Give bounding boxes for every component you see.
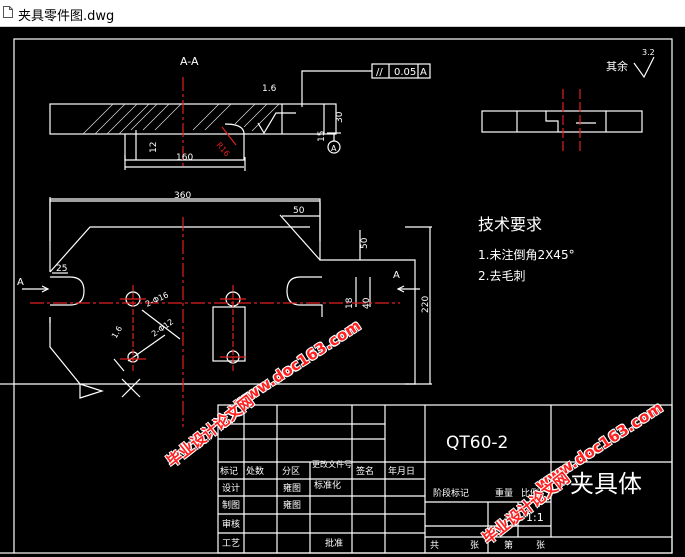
note-standardize: 标准化: [314, 479, 341, 491]
sheet-word2: 张: [536, 540, 545, 551]
hdr-date: 年月日: [388, 465, 415, 477]
section-view: [49, 103, 337, 171]
role-design: 设计: [222, 482, 240, 494]
section-marker-left: A: [17, 277, 24, 288]
dim-360: 360: [174, 191, 191, 201]
hatch-lines: [82, 103, 280, 135]
tolerance-value: 0.05: [394, 67, 416, 78]
scale-value: 1:1: [526, 511, 544, 524]
surface-finish-other-symbol: [633, 56, 655, 79]
dim-50b: 50: [360, 237, 370, 249]
dim-hole1: 2-Φ16: [144, 290, 170, 308]
cad-drawing: A-A 0.05 A // 1.6 3.2 其余 A 12 160 R16 30…: [0, 38, 673, 554]
dim-12: 12: [149, 142, 159, 153]
tolerance-datum: A: [420, 67, 427, 78]
section-marker-right: A: [393, 270, 400, 281]
sheet-word: 张: [470, 540, 479, 551]
roughness-other-label: 其余: [606, 59, 628, 73]
scale-label: 比例: [521, 487, 539, 499]
title-block: [217, 404, 673, 554]
tech-req-line2: 2.去毛刺: [478, 269, 525, 283]
hdr-mark: 标记: [220, 465, 238, 477]
weight-label: 重量: [495, 487, 513, 499]
note-approve: 批准: [325, 537, 343, 549]
sheet-total: 共: [430, 540, 439, 551]
surface-finish-symbol: [257, 112, 296, 135]
dim-r16: R16: [214, 141, 231, 159]
dim-25: 25: [56, 264, 67, 274]
note-std1: 雍图: [283, 482, 301, 494]
dim-40: 40: [362, 297, 372, 309]
tolerance-symbol: //: [376, 67, 383, 78]
part-name: 夹具体: [570, 470, 642, 498]
material: QT60-2: [446, 433, 508, 453]
plan-view: [14, 197, 432, 399]
hdr-zone: 分区: [282, 466, 300, 477]
title-bar: 夹具零件图.dwg: [0, 0, 685, 27]
dim-18: 18: [345, 297, 355, 309]
dim-160: 160: [176, 153, 193, 163]
window-title: 夹具零件图.dwg: [18, 9, 115, 24]
role-drafting: 制图: [222, 499, 240, 511]
side-view: [481, 110, 643, 133]
hdr-doc: 更改文件号: [312, 459, 352, 469]
dim-15: 15: [317, 131, 327, 142]
role-review: 审核: [222, 518, 240, 530]
dim-30: 30: [335, 111, 345, 123]
stage-label: 阶段标记: [433, 487, 469, 499]
sheet-no: 第: [504, 539, 513, 551]
note-std2: 雍图: [283, 499, 301, 511]
drawing-canvas[interactable]: A-A 0.05 A // 1.6 3.2 其余 A 12 160 R16 30…: [0, 27, 685, 557]
tech-req-title: 技术要求: [478, 215, 542, 234]
datum-label: A: [331, 144, 337, 153]
dim-220: 220: [421, 296, 431, 313]
dim-hole2: 2-Φ12: [150, 317, 175, 338]
roughness-other: 3.2: [642, 48, 655, 57]
section-label: A-A: [180, 55, 199, 68]
role-process: 工艺: [222, 538, 240, 549]
dim-r1-6: 1.6: [110, 324, 124, 340]
hdr-sign: 签名: [356, 465, 374, 477]
hdr-count: 处数: [246, 465, 264, 477]
center-lines: [30, 77, 581, 427]
tech-req-line1: 1.未注倒角2X45°: [478, 247, 575, 262]
dim-50a: 50: [293, 206, 305, 216]
document-icon: [3, 6, 13, 18]
roughness-main: 1.6: [262, 84, 277, 94]
